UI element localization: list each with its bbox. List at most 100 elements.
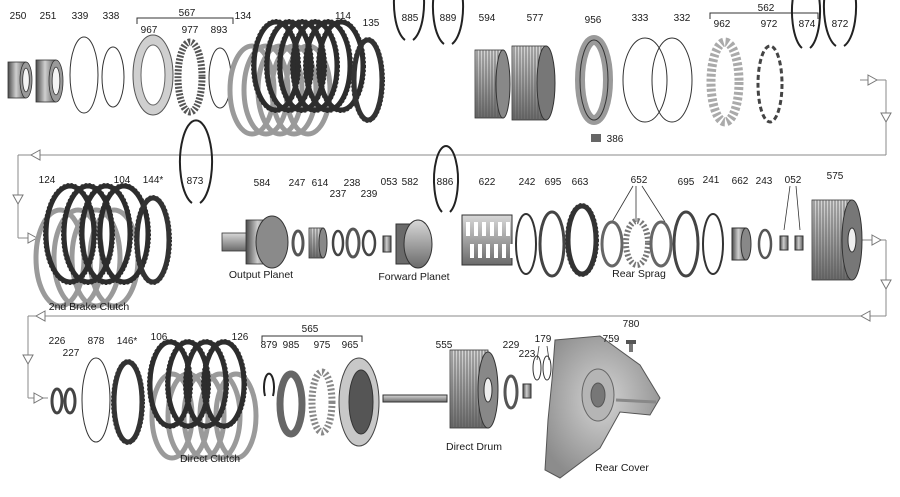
part-label: 956 xyxy=(584,15,602,26)
clutch-plate xyxy=(251,19,301,113)
clutch-plate xyxy=(201,339,247,429)
part-label: 622 xyxy=(478,177,496,188)
snap-ring xyxy=(433,144,459,213)
clutch-plate xyxy=(61,183,115,285)
leader-line xyxy=(783,185,801,231)
drum-bore xyxy=(51,66,61,96)
part-label: 555 xyxy=(435,340,453,351)
clutch-plate xyxy=(43,183,97,285)
caption-direct-clutch: Direct Clutch xyxy=(179,453,241,465)
part-ring xyxy=(651,37,693,123)
clutch-teeth xyxy=(183,339,229,429)
clutch-teeth xyxy=(165,339,211,429)
small-part xyxy=(591,134,601,142)
sprag-ring xyxy=(706,37,744,127)
input-shaft xyxy=(382,394,448,403)
rear-cover-bore xyxy=(590,382,606,408)
clutch-plate xyxy=(111,359,145,445)
clutch-plate xyxy=(69,207,123,309)
clutch-teeth xyxy=(147,339,193,429)
clutch-drum-edge xyxy=(579,39,609,121)
part-label: 124 xyxy=(38,175,56,186)
part-ring xyxy=(503,374,519,410)
part-label: 577 xyxy=(526,13,544,24)
part-label: 144* xyxy=(142,175,164,186)
part-ring xyxy=(291,229,305,257)
drum-slot xyxy=(506,222,510,236)
clutch-teeth xyxy=(201,339,247,429)
arrow-marker xyxy=(12,194,24,206)
drum-slot xyxy=(466,222,470,236)
part-label: 663 xyxy=(571,177,589,188)
part-ring xyxy=(69,36,99,114)
part-label: 332 xyxy=(673,13,691,24)
part-ring xyxy=(101,46,125,108)
part-label: 226 xyxy=(48,336,66,347)
part-label: 582 xyxy=(401,177,419,188)
drum-slot xyxy=(474,222,478,236)
part-ring xyxy=(63,387,77,415)
part-label: 575 xyxy=(826,171,844,182)
clutch-teeth xyxy=(134,195,172,285)
bolt-head xyxy=(626,340,636,344)
part-label: 053 xyxy=(380,177,398,188)
output-shaft xyxy=(221,232,249,252)
part-label: 695 xyxy=(544,177,562,188)
part-ring xyxy=(276,370,306,438)
part-label: 241 xyxy=(702,175,720,186)
part-label: 179 xyxy=(534,334,552,345)
planet-face xyxy=(255,215,289,269)
spring-pack xyxy=(174,38,206,116)
part-label: 146* xyxy=(116,336,138,347)
clutch-plate xyxy=(290,19,340,113)
part-label: 872 xyxy=(831,19,849,30)
part-label: 962 xyxy=(713,19,731,30)
bushing xyxy=(779,235,789,251)
drum-slot xyxy=(494,244,498,258)
clutch-teeth xyxy=(565,203,599,277)
gear-face xyxy=(318,227,328,259)
caption-forward-planet: Forward Planet xyxy=(378,271,450,283)
part-label: 874 xyxy=(798,19,816,30)
part-ring xyxy=(600,220,624,268)
clutch-plate xyxy=(183,339,229,429)
drum-slot xyxy=(502,244,506,258)
arrow-marker xyxy=(34,310,46,322)
drum-slot xyxy=(490,222,494,236)
piston-bore xyxy=(140,44,166,106)
part-label: 333 xyxy=(631,13,649,24)
part-ring xyxy=(672,210,700,278)
spring-ring xyxy=(756,44,784,124)
drum-slot xyxy=(486,244,490,258)
caption-output-planet: Output Planet xyxy=(228,269,294,281)
arrow-marker xyxy=(859,310,871,322)
gear-face xyxy=(495,49,511,119)
part-ring xyxy=(208,47,232,109)
clutch-plate xyxy=(165,339,211,429)
part-ring xyxy=(649,220,673,268)
part-label: 237 xyxy=(329,189,347,200)
arrow-marker xyxy=(29,149,41,161)
part-label: 759 xyxy=(602,334,620,345)
part-ring xyxy=(81,357,111,443)
part-label: 893 xyxy=(210,25,228,36)
drum-bore xyxy=(483,377,493,403)
part-label: 386 xyxy=(606,134,624,145)
part-label: 614 xyxy=(311,178,329,189)
snap-ring xyxy=(393,0,425,41)
part-label: 251 xyxy=(39,11,57,22)
part-ring xyxy=(345,227,361,259)
bushing xyxy=(794,235,804,251)
part-label: 106 xyxy=(150,332,168,343)
arrow-marker xyxy=(871,234,883,246)
part-label: 104 xyxy=(113,175,131,186)
part-label: 584 xyxy=(253,178,271,189)
part-ring xyxy=(331,229,345,257)
clutch-teeth xyxy=(97,183,151,285)
part-label: 565 xyxy=(301,324,319,335)
clutch-plate xyxy=(97,183,151,285)
group-bracket xyxy=(709,12,819,19)
part-label: 247 xyxy=(288,178,306,189)
